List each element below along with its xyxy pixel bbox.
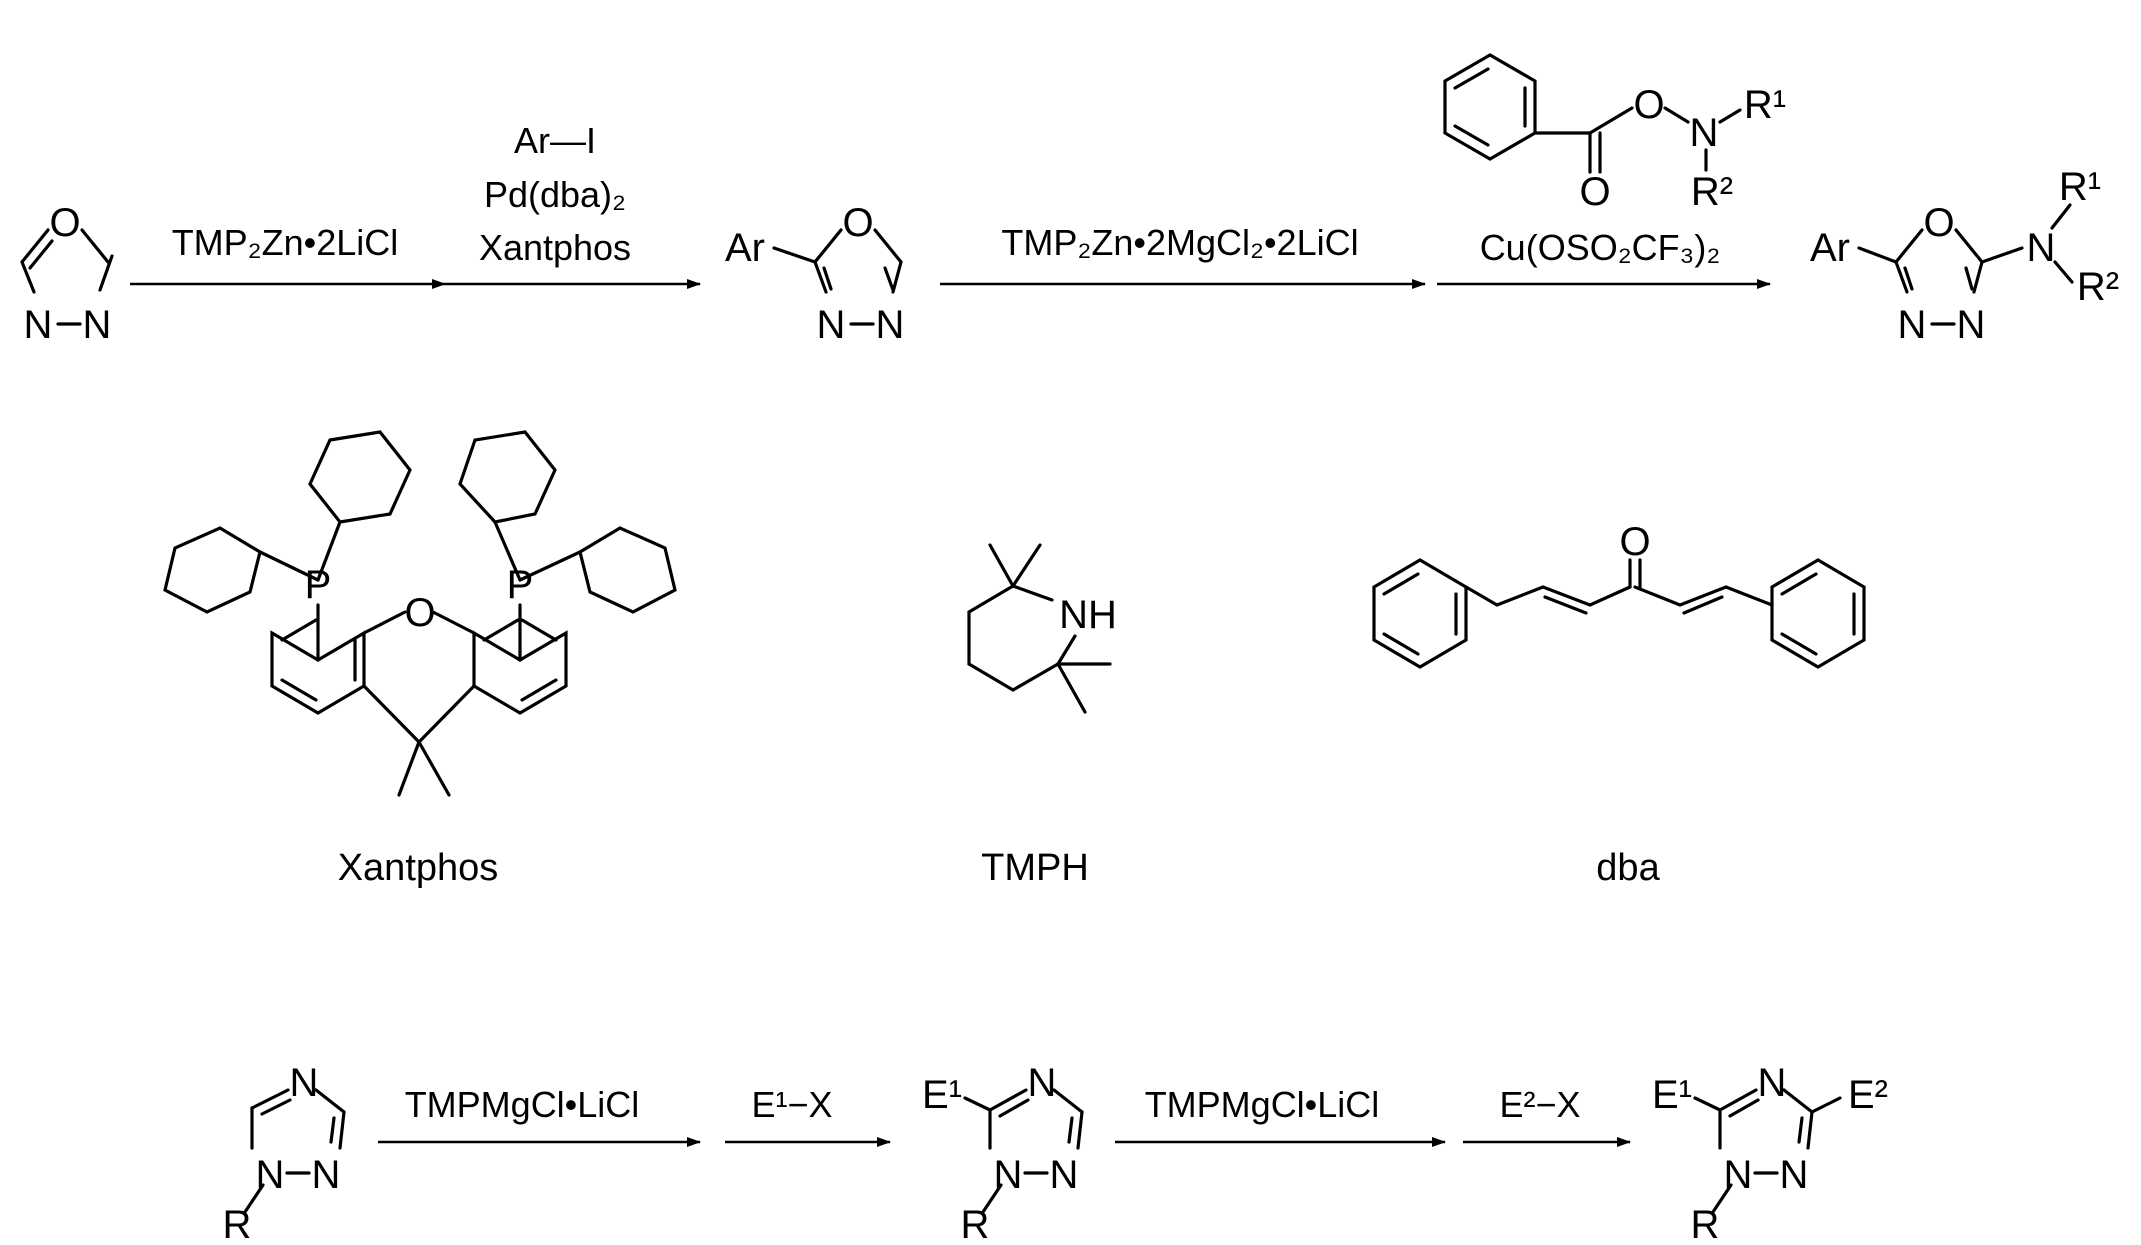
o-benzoyl-hydroxylamine: O O N R¹ R² [1443,53,1786,214]
dba-structure: O [1372,520,1866,669]
reagent-tmp2zn-2licl: TMP₂Zn•2LiCl [172,222,399,263]
atom-r2: R² [2077,265,2119,309]
atom-n: N [876,303,905,347]
atom-o: O [404,591,435,635]
atom-o: O [1923,201,1954,245]
reagent-aryl-iodide: Ar—I [514,120,596,161]
atom-n: N [256,1153,285,1197]
atom-r1: R¹ [2059,165,2101,209]
atom-e1: E¹ [1652,1073,1692,1117]
xantphos-structure: O P P [163,430,677,797]
atom-p: P [305,563,332,607]
atom-n: N [24,303,53,347]
atom-r2: R² [1691,170,1733,214]
atom-n: N [2027,226,2056,270]
atom-r: R [223,1203,252,1245]
atom-n: N [1724,1153,1753,1197]
atom-n: N [1898,303,1927,347]
atom-n: N [1690,111,1719,155]
atom-e2: E² [1848,1073,1888,1117]
atom-o: O [1633,83,1664,127]
triazole-e1: E¹ N N N R [922,1061,1084,1245]
xantphos-caption: Xantphos [338,847,499,889]
aryl-oxadiazole: Ar O N N [725,201,904,347]
reagent-tmpmgcl-licl: TMPMgCl•LiCl [1145,1084,1380,1125]
reagent-pd-dba2: Pd(dba)₂ [484,174,626,215]
reagent-e1-x: E¹−X [751,1084,832,1125]
atom-o: O [1579,170,1610,214]
atom-o: O [49,201,80,245]
triazole-e1-e2: E¹ N N N R E² [1652,1061,1888,1245]
atom-r: R [1691,1203,1720,1245]
atom-ar: Ar [725,226,765,270]
tmph-caption: TMPH [981,847,1089,889]
atom-o: O [1619,520,1650,564]
atom-n: N [1780,1153,1809,1197]
oxadiazole-start: O N N [20,201,114,347]
atom-o: O [842,201,873,245]
aminated-aryl-oxadiazole: Ar O N N N R¹ R² [1810,165,2119,347]
reagent-e2-x: E²−X [1499,1084,1580,1125]
triazole-start: N N N R [223,1061,346,1245]
reagent-xantphos: Xantphos [479,227,631,268]
atom-n: N [817,303,846,347]
atom-n: N [1957,303,1986,347]
atom-p: P [507,563,534,607]
atom-n: N [312,1153,341,1197]
atom-n: N [83,303,112,347]
tmph-structure: NH [967,543,1117,714]
atom-n: N [290,1061,319,1105]
atom-n: N [1028,1061,1057,1105]
atom-r1: R¹ [1744,83,1786,127]
reagent-copper-triflate: Cu(OSO₂CF₃)₂ [1480,227,1721,268]
atom-nh: NH [1059,593,1117,637]
atom-ar: Ar [1810,226,1850,270]
reagent-tmpmgcl-licl: TMPMgCl•LiCl [405,1084,640,1125]
dba-caption: dba [1596,847,1660,889]
atom-n: N [1758,1061,1787,1105]
reagent-tmp2zn-mgcl2-licl: TMP₂Zn•2MgCl₂•2LiCl [1001,222,1358,263]
atom-r: R [961,1203,990,1245]
atom-e1: E¹ [922,1073,962,1117]
atom-n: N [1050,1153,1079,1197]
atom-n: N [994,1153,1023,1197]
